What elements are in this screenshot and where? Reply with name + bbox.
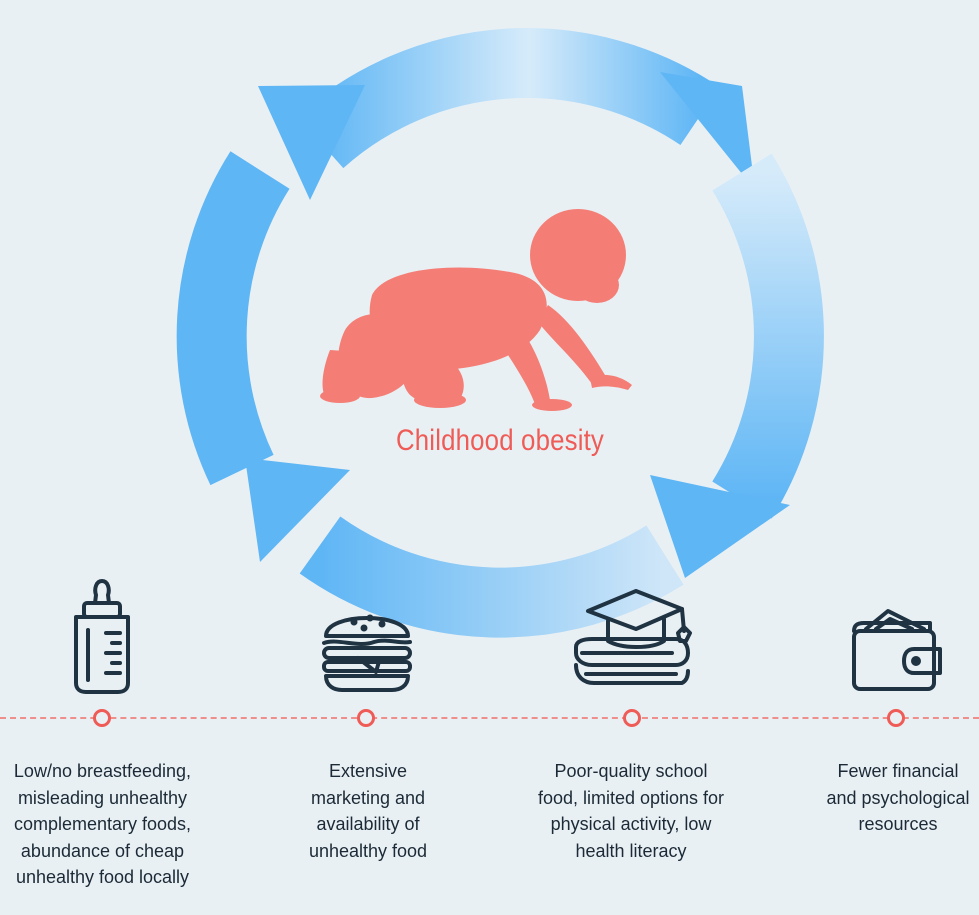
books-graduation-cap-icon [574, 589, 692, 685]
wallet-icon [852, 609, 942, 691]
cycle-arrow-bottom [245, 458, 684, 638]
cycle-arrow-top [296, 28, 755, 190]
center-label: Childhood obesity [395, 424, 605, 457]
cycle-arrow-right [650, 153, 824, 578]
cycle-arrow-left [176, 85, 365, 486]
factor-caption-4: Fewer financial and psychological resour… [826, 761, 970, 834]
baby-bottle-icon [74, 579, 130, 694]
factor-caption-2: Extensive marketing and availability of … [308, 761, 428, 861]
timeline-node-4 [887, 709, 905, 727]
burger-icon [322, 614, 412, 692]
timeline-dashed-line [0, 717, 979, 719]
timeline-node-2 [357, 709, 375, 727]
timeline-node-1 [93, 709, 111, 727]
factor-caption-3: Poor-quality school food, limited option… [537, 761, 725, 861]
timeline-node-3 [623, 709, 641, 727]
factor-caption-1: Low/no breastfeeding, misleading unhealt… [13, 761, 192, 887]
